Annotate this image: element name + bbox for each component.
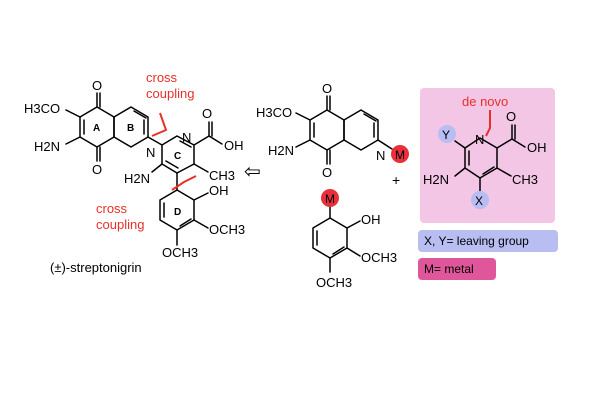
phenyl-methoxy-1: OCH3 xyxy=(361,250,397,265)
hydroxyl-label: OH xyxy=(224,138,244,153)
hydroxyl-d-label: OH xyxy=(209,183,229,198)
quinoline-oxygen-top: O xyxy=(322,81,332,96)
plus-sign: + xyxy=(392,172,400,188)
de-novo-label: de novo xyxy=(462,94,508,109)
legend: X, Y= leaving group M= metal xyxy=(418,230,558,280)
cross-coupling-top-line1: cross xyxy=(146,70,178,85)
pyridine-carbonyl-oxygen: O xyxy=(506,109,516,124)
ring-a-label: A xyxy=(93,123,100,134)
y-label: Y xyxy=(442,128,450,142)
leaving-group-legend-box xyxy=(418,230,558,252)
oxygen-top-label: O xyxy=(92,78,102,93)
methoxy-d2-label: OCH3 xyxy=(162,245,198,260)
x-label: X xyxy=(475,194,483,208)
ring-d-label: D xyxy=(174,207,181,218)
carbonyl-oxygen-label: O xyxy=(202,106,212,121)
cross-coupling-bottom-line2: coupling xyxy=(96,217,144,232)
pyridine-box: de novo Y X N O OH H2N CH3 xyxy=(420,88,555,223)
quinoline-metal-label: M xyxy=(395,148,405,162)
phenyl-hydroxyl: OH xyxy=(361,212,381,227)
oxygen-bottom-label: O xyxy=(92,162,102,177)
leaving-group-legend-text: X, Y= leaving group xyxy=(424,234,529,248)
pyridine-nitrogen: N xyxy=(475,132,484,147)
phenyl-metal-label: M xyxy=(325,192,335,206)
metal-marker-phenyl xyxy=(321,189,339,207)
methoxy-d1-label: OCH3 xyxy=(209,222,245,237)
metal-legend-box xyxy=(418,258,496,280)
ring-c-label: C xyxy=(174,151,181,162)
x-marker xyxy=(471,191,489,209)
compound-name: (±)-streptonigrin xyxy=(50,260,142,275)
cross-coupling-bottom-line1: cross xyxy=(96,201,128,216)
nitrogen-c-label: N xyxy=(182,130,191,145)
cross-coupling-top-line2: coupling xyxy=(146,86,194,101)
ring-b-label: B xyxy=(127,123,134,134)
methoxy-label: H3CO xyxy=(24,101,60,116)
quinoline-oxygen-bottom: O xyxy=(322,165,332,180)
pyridine-hydroxyl: OH xyxy=(527,140,547,155)
phenyl-methoxy-2: OCH3 xyxy=(316,275,352,290)
quinoline-nitrogen: N xyxy=(376,148,385,163)
streptonigrin-structure: A B C D O O H3CO H2N N N O OH CH3 H2N OH… xyxy=(24,70,245,275)
pyridine-box-background xyxy=(420,88,555,223)
amino-label: H2N xyxy=(34,139,60,154)
quinoline-methoxy: H3CO xyxy=(256,105,292,120)
methyl-label: CH3 xyxy=(209,168,235,183)
pyridine-methyl: CH3 xyxy=(512,172,538,187)
pyridine-amino: H2N xyxy=(423,172,449,187)
retrosynthesis-arrow: ⇦ xyxy=(244,161,261,183)
metal-legend-text: M= metal xyxy=(424,262,474,276)
phenyl-fragment: M OH OCH3 OCH3 xyxy=(312,189,397,290)
quinoline-fragment: M O O H3CO H2N N xyxy=(256,81,409,180)
quinoline-amino: H2N xyxy=(268,143,294,158)
y-marker xyxy=(438,125,456,143)
amino-c-label: H2N xyxy=(124,171,150,186)
nitrogen-b-label: N xyxy=(146,145,155,160)
metal-marker-quinoline xyxy=(391,145,409,163)
